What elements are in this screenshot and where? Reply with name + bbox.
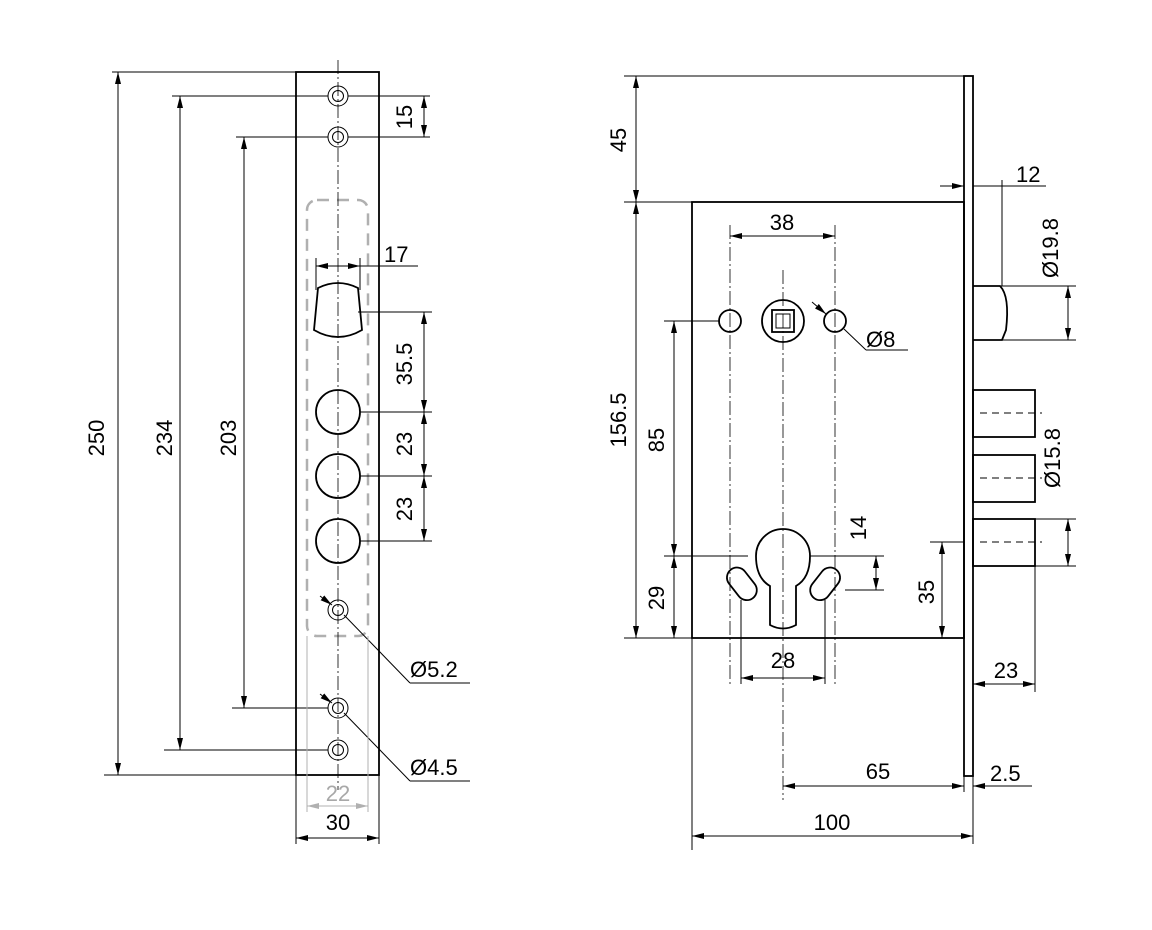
dim-65: 65 bbox=[866, 759, 890, 784]
dim-dia-4-5: Ø4.5 bbox=[410, 755, 458, 780]
spindle-hub bbox=[761, 299, 805, 343]
dim-23-b: 23 bbox=[392, 497, 417, 521]
cylinder-slot-left bbox=[726, 566, 758, 602]
dim-100: 100 bbox=[814, 810, 851, 835]
lock-case bbox=[691, 201, 965, 639]
dim-28: 28 bbox=[771, 648, 795, 673]
lock-body-view: 45 156.5 85 29 38 Ø8 12 Ø19.8 bbox=[606, 75, 1076, 850]
dim-203: 203 bbox=[216, 420, 241, 457]
dim-23-a: 23 bbox=[392, 432, 417, 456]
dim-30: 30 bbox=[326, 810, 350, 835]
strike-plate-view: 250 234 203 15 17 35.5 23 23 bbox=[84, 60, 470, 844]
dim-dia-15-8: Ø15.8 bbox=[1040, 428, 1065, 488]
screw-hole-mid bbox=[327, 599, 349, 621]
dim-45: 45 bbox=[606, 128, 631, 152]
dim-22: 22 bbox=[326, 781, 350, 806]
dim-85: 85 bbox=[644, 428, 669, 452]
dim-dia-19-8: Ø19.8 bbox=[1038, 218, 1063, 278]
dim-35: 35 bbox=[914, 580, 939, 604]
dim-14: 14 bbox=[846, 516, 871, 540]
dim-15: 15 bbox=[392, 105, 417, 129]
dim-156-5: 156.5 bbox=[606, 392, 631, 447]
dim-35-5: 35.5 bbox=[392, 343, 417, 386]
cylinder-slot-right bbox=[809, 566, 841, 602]
dim-dia-5-2: Ø5.2 bbox=[410, 657, 458, 682]
dim-dia-8: Ø8 bbox=[866, 327, 895, 352]
pocket-outline-dashed bbox=[305, 198, 370, 638]
cylinder-cutout bbox=[755, 528, 811, 630]
latch-bolt bbox=[973, 285, 1009, 341]
dim-17: 17 bbox=[384, 242, 408, 267]
dim-12: 12 bbox=[1016, 162, 1040, 187]
screw-hole-right bbox=[823, 309, 847, 333]
spindle-square bbox=[771, 309, 795, 333]
dim-2-5: 2.5 bbox=[990, 761, 1021, 786]
latch-opening bbox=[313, 282, 363, 338]
dim-234: 234 bbox=[152, 420, 177, 457]
dim-23: 23 bbox=[994, 658, 1018, 683]
dim-29: 29 bbox=[644, 586, 669, 610]
dim-38: 38 bbox=[770, 210, 794, 235]
dim-250: 250 bbox=[84, 420, 109, 457]
strike-plate-outline bbox=[295, 71, 380, 776]
faceplate bbox=[963, 75, 974, 777]
